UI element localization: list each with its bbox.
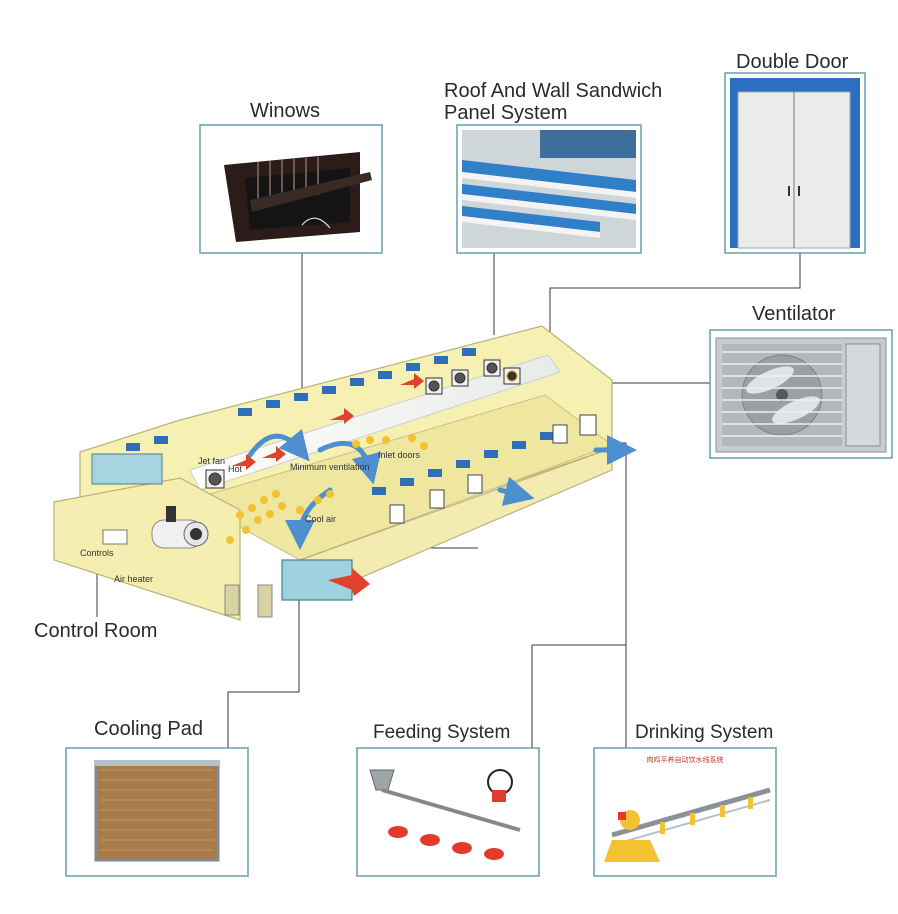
feeding-title: Feeding System [373, 722, 510, 743]
drinking-caption: 肉鸡平养自动饮水线系统 [647, 755, 724, 764]
house-fans [205, 359, 521, 489]
double-door-image [730, 78, 860, 249]
hot-label: Hot [228, 464, 243, 474]
feeding-callout: Feeding System [356, 722, 540, 877]
side-cooling-pad [91, 453, 163, 485]
jet-fan-label: Jet fan [198, 456, 225, 466]
feeding-system-image [369, 769, 521, 860]
cooling-pad-image [94, 760, 220, 862]
roof-panel-callout: Roof And Wall Sandwich Panel System [444, 80, 662, 254]
airflow-arrows [247, 428, 637, 550]
drinking-callout: Drinking System 肉鸡平养自动饮水线系统 [593, 722, 777, 877]
feeding-frame [356, 747, 540, 877]
cooling-pad-callout: Cooling Pad [65, 718, 249, 877]
sandwich-panel-image [462, 130, 636, 248]
roof-window-row [126, 348, 476, 451]
connector-cooling-pad [227, 583, 300, 748]
wall-inlets [389, 414, 597, 524]
double-door-title: Double Door [736, 51, 849, 73]
side-inlet-windows [372, 432, 554, 495]
ventilator-fan-image [715, 337, 887, 453]
air-heater-label: Air heater [114, 574, 153, 584]
drinking-system-image [604, 787, 771, 862]
min-vent-label: Minimum ventilation [290, 462, 370, 472]
controls-label: Controls [80, 548, 114, 558]
roof-title-line1: Roof And Wall Sandwich [444, 80, 662, 102]
double-door-callout: Double Door [724, 51, 866, 254]
cooling-pad-title: Cooling Pad [94, 718, 203, 740]
chicks [226, 434, 428, 544]
cool-air-label: Cool air [305, 514, 336, 524]
door [257, 584, 273, 618]
windows-title: Winows [250, 100, 320, 122]
ventilator-callout: Ventilator [709, 303, 893, 459]
roof-title-line2: Panel System [444, 102, 567, 124]
drinking-title: Drinking System [635, 722, 773, 743]
control-room-title: Control Room [34, 620, 157, 642]
controls-box [102, 529, 128, 545]
window-unit-image [224, 152, 372, 242]
heat-arrows [232, 373, 424, 596]
ventilator-title: Ventilator [752, 303, 836, 325]
inlet-doors-label: Inlet doors [378, 450, 421, 460]
door [224, 584, 240, 616]
connector-feeding [531, 644, 626, 748]
air-heater [151, 506, 209, 549]
poultry-house: Jet fan Hot Minimum ventilation Inlet do… [53, 325, 637, 621]
windows-callout: Winows [199, 100, 383, 254]
